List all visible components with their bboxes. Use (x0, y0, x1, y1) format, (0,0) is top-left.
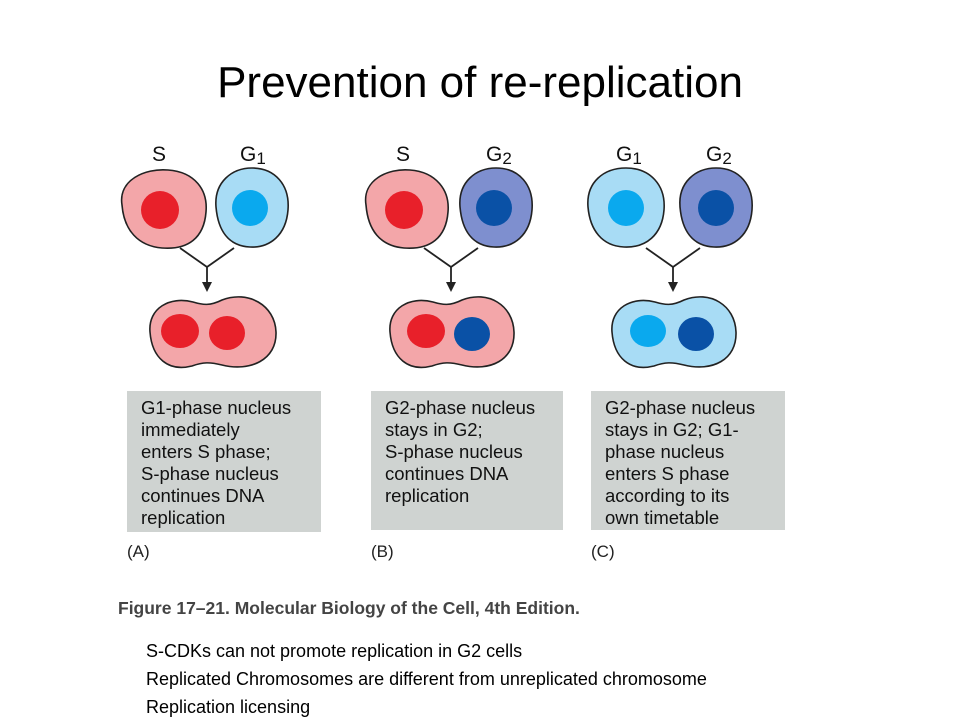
panel-b-s-nucleus (385, 191, 423, 229)
panel-b-left-label: S (396, 143, 411, 166)
panel-a-g1-nucleus (232, 190, 268, 226)
panel-b-fused-nucleus-g2 (454, 317, 490, 351)
panel-a-cells (120, 167, 289, 369)
panel-c-description: G2-phase nucleus stays in G2; G1- phase … (591, 391, 785, 530)
note-line: S-CDKs can not promote replication in G2… (146, 641, 523, 661)
panel-c-left-label: G1 (616, 143, 642, 168)
panel-c-right-label: G2 (706, 143, 732, 168)
panel-a-arrow (179, 247, 235, 284)
panel-a-arrowhead (202, 282, 212, 292)
note-line: Replication licensing (146, 697, 311, 717)
panel-c-label: (C) (591, 542, 615, 561)
panel-a-left-label: S (152, 143, 167, 166)
panel-b-label: (B) (371, 542, 394, 561)
panel-c-cells (587, 167, 753, 369)
panel-a-fused-nucleus-left (161, 314, 199, 348)
panel-b-arrow (423, 247, 479, 284)
panel-b-right-label: G2 (486, 143, 512, 168)
panel-c-g2-nucleus (698, 190, 734, 226)
panel-b-description: G2-phase nucleus stays in G2; S-phase nu… (371, 391, 563, 530)
panel-a-fused-nucleus-right (209, 316, 245, 350)
panel-b-g2-nucleus (476, 190, 512, 226)
panel-a-right-label: G1 (240, 143, 266, 168)
panel-c-arrowhead (668, 282, 678, 292)
panel-a-label: (A) (127, 542, 150, 561)
slide-notes: S-CDKs can not promote replication in G2… (146, 637, 707, 721)
slide-title: Prevention of re-replication (217, 58, 743, 107)
panel-c-fused-nucleus-g2 (678, 317, 714, 351)
panel-b-arrowhead (446, 282, 456, 292)
figure-caption: Figure 17–21. Molecular Biology of the C… (118, 598, 580, 618)
panel-c-g1-nucleus (608, 190, 644, 226)
panel-a-s-nucleus (141, 191, 179, 229)
note-line: Replicated Chromosomes are different fro… (146, 669, 707, 689)
panel-c-arrow (645, 247, 701, 284)
panel-b-fused-nucleus-s (407, 314, 445, 348)
panel-c-fused-cell (611, 296, 737, 369)
panel-a-description: G1-phase nucleus immediately enters S ph… (127, 391, 321, 532)
panel-b-cells (364, 167, 533, 369)
panel-c-fused-nucleus-g1 (630, 315, 666, 347)
panel-b-fused-cell (389, 296, 515, 369)
